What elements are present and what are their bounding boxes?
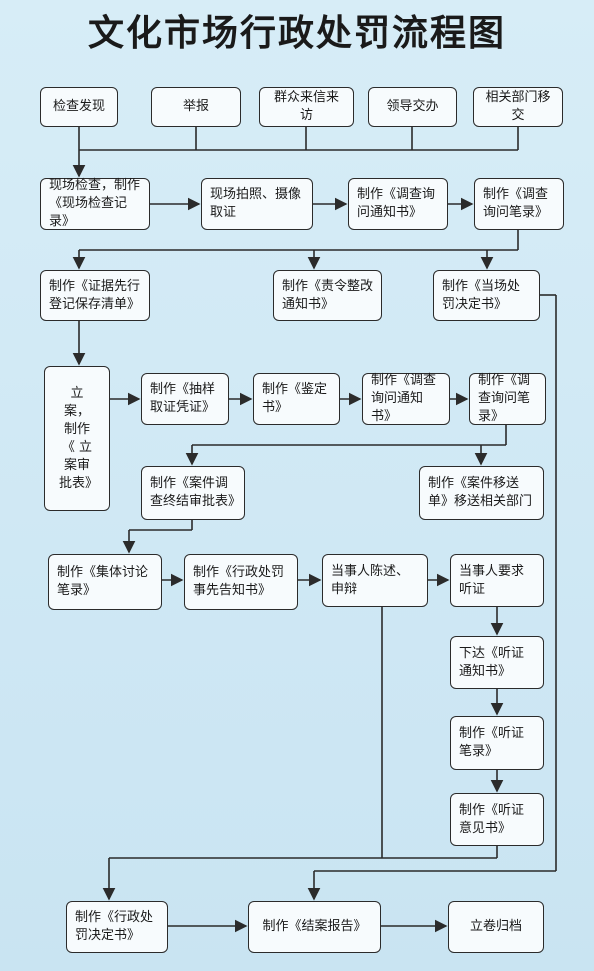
- appraisal-node: 制作《鉴定书》: [253, 373, 340, 425]
- source-letters-visits: 群众来信来访: [259, 87, 354, 127]
- page-title: 文化市场行政处罚流程图: [87, 13, 506, 54]
- case-transfer-node: 制作《案件移送单》移送相关部门: [419, 466, 544, 520]
- hearing-notice-node: 下达《听证通知书》: [450, 636, 544, 689]
- inquiry-notice-node-2: 制作《调查询问通知书》: [362, 373, 450, 425]
- inquiry-notice-node: 制作《调查询问通知书》: [348, 178, 448, 230]
- prior-notice-node: 制作《行政处罚事先告知书》: [184, 554, 298, 610]
- onsite-penalty-node: 制作《当场处罚决定书》: [433, 270, 540, 321]
- closing-report-node: 制作《结案报告》: [248, 901, 381, 953]
- inquiry-record-node-2: 制作《调查询问笔录》: [469, 373, 546, 425]
- hearing-request-node: 当事人要求听证: [450, 554, 544, 607]
- source-inspection: 检查发现: [40, 87, 118, 127]
- source-department-transfer: 相关部门移交: [473, 87, 563, 127]
- archive-node: 立卷归档: [448, 901, 544, 953]
- onsite-check-node: 现场检查，制作《现场检查记录》: [40, 178, 150, 230]
- source-leadership-assigned: 领导交办: [368, 87, 457, 127]
- inquiry-record-node: 制作《调查询问笔录》: [474, 178, 564, 230]
- photo-evidence-node: 现场拍照、摄像取证: [201, 178, 313, 230]
- hearing-record-node: 制作《听证笔录》: [450, 716, 544, 770]
- statement-defense-node: 当事人陈述、申辩: [322, 554, 428, 607]
- investigation-end-node: 制作《案件调查终结审批表》: [141, 466, 245, 520]
- case-filing-node: 立案，制作《 立案审批表》: [44, 366, 110, 511]
- evidence-list-node: 制作《证据先行登记保存清单》: [40, 270, 150, 321]
- group-discussion-node: 制作《集体讨论笔录》: [48, 554, 162, 610]
- rectify-notice-node: 制作《责令整改通知书》: [273, 270, 382, 321]
- source-report: 举报: [151, 87, 241, 127]
- penalty-decision-node: 制作《行政处罚决定书》: [66, 901, 168, 953]
- sampling-node: 制作《抽样取证凭证》: [141, 373, 229, 425]
- hearing-opinion-node: 制作《听证意见书》: [450, 793, 544, 846]
